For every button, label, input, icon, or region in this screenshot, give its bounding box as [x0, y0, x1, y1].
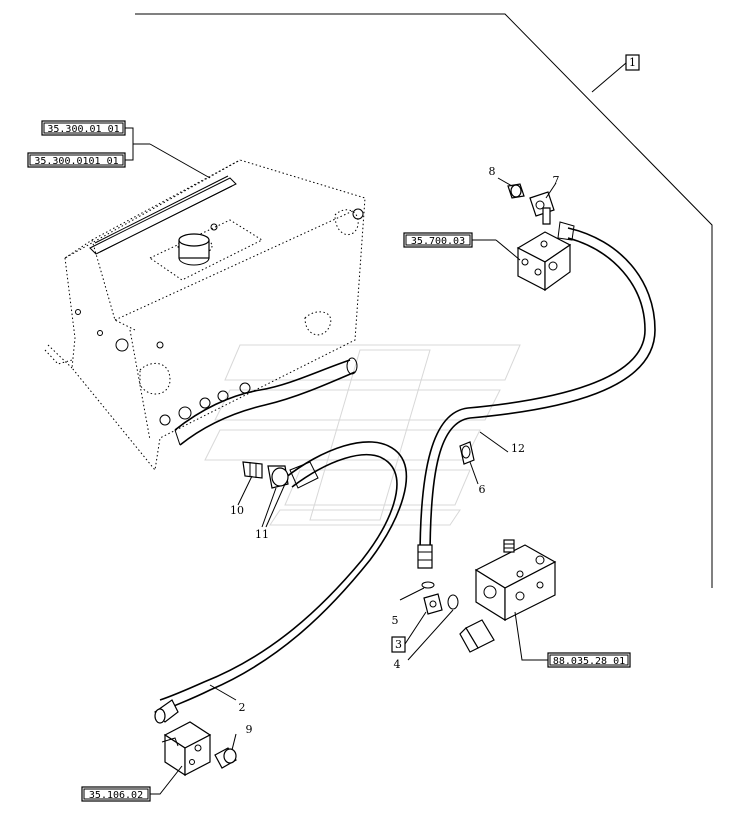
valve-block-lower: [161, 721, 212, 777]
callout-6: 6: [479, 483, 486, 496]
callout-11: 11: [255, 528, 269, 541]
adapter-fitting-10: [242, 461, 263, 479]
fitting-5: [421, 581, 435, 589]
svg-text:35.300.01 01: 35.300.01 01: [47, 124, 119, 135]
svg-text:35.106.02: 35.106.02: [89, 790, 143, 801]
plug-9: [214, 747, 237, 769]
callout-3: 3: [391, 636, 406, 653]
svg-text:3: 3: [395, 638, 402, 651]
valve-block-right: [459, 539, 557, 653]
callout-4: 4: [394, 658, 401, 671]
tee-fitting-7: [529, 191, 555, 225]
callout-8: 8: [489, 165, 496, 178]
callout-5: 5: [392, 614, 399, 627]
ref-box-35-106-02: 35.106.02: [81, 786, 151, 802]
hose-lower: [154, 441, 408, 724]
valve-block-upper: [516, 231, 572, 292]
svg-text:35.300.0101 01: 35.300.0101 01: [34, 156, 118, 167]
hose-upper: [417, 221, 656, 569]
callout-1: 1: [625, 54, 640, 71]
svg-text:88.035.28 01: 88.035.28 01: [553, 656, 625, 667]
ref-box-35-300-0101-01: 35.300.0101 01: [27, 152, 126, 168]
ref-box-35-700-03: 35.700.03: [403, 232, 473, 248]
elbow-fitting-3: [423, 593, 443, 615]
clamp-6: [459, 441, 475, 465]
leader-lines: [125, 127, 557, 795]
callout-7: 7: [553, 174, 560, 187]
watermark-logo: [204, 344, 521, 526]
ref-box-88-035-28-01: 88.035.28 01: [547, 652, 631, 668]
callout-2: 2: [239, 701, 246, 714]
ref-box-35-300-01-01: 35.300.01 01: [41, 120, 126, 136]
assembly-bracket: [135, 13, 713, 588]
svg-text:35.700.03: 35.700.03: [411, 236, 465, 247]
callout-10: 10: [230, 504, 244, 517]
callout-12: 12: [511, 442, 525, 455]
callout-9: 9: [246, 723, 253, 736]
svg-text:1: 1: [629, 56, 636, 69]
o-ring-4: [447, 594, 459, 610]
cap-fitting-8: [507, 183, 525, 199]
hydraulic-tank: [44, 159, 366, 472]
elbow-fitting-11: [267, 465, 289, 489]
